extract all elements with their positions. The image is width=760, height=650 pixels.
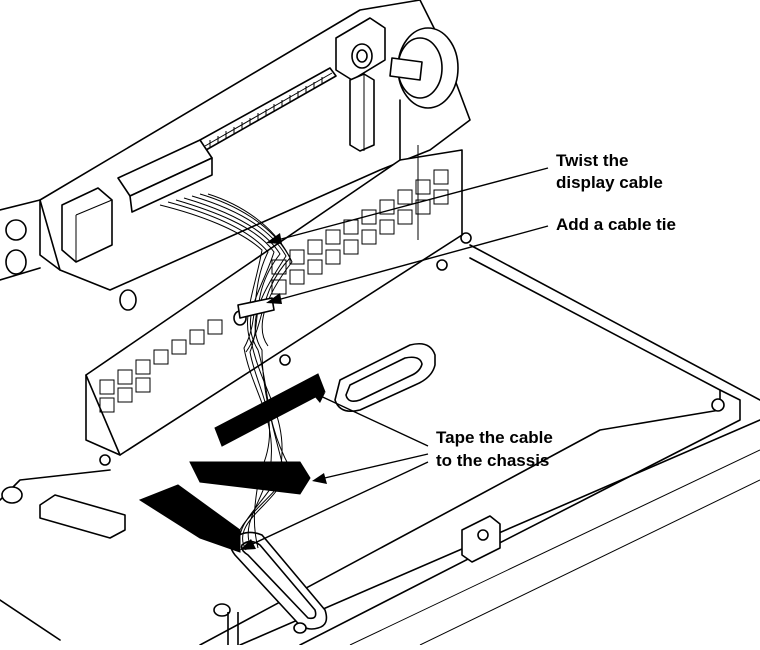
cable-tie	[237, 297, 275, 319]
tape-strip-1	[214, 373, 326, 447]
board-post	[349, 73, 375, 152]
callout-arrows	[240, 167, 549, 550]
display-connector	[117, 139, 213, 213]
label-twist-line2: display cable	[556, 173, 663, 192]
chassis-slot-center	[334, 342, 436, 413]
label-cable-tie: Add a cable tie	[556, 215, 676, 234]
tape-strip-2	[189, 461, 311, 495]
label-tape-line2: to the chassis	[436, 451, 549, 470]
tape-strips	[138, 373, 326, 553]
callout-labels: Twist the display cable Add a cable tie …	[436, 151, 676, 470]
tape-strip-3	[138, 484, 241, 553]
chassis-rail	[39, 494, 126, 539]
chassis	[0, 244, 760, 646]
chassis-bracket	[461, 515, 501, 563]
label-twist-line1: Twist the	[556, 151, 628, 170]
board-switch	[61, 187, 113, 263]
battery	[389, 27, 459, 109]
label-tape-line1: Tape the cable	[436, 428, 553, 447]
board-standoff	[335, 17, 386, 81]
circuit-board	[0, 0, 471, 291]
